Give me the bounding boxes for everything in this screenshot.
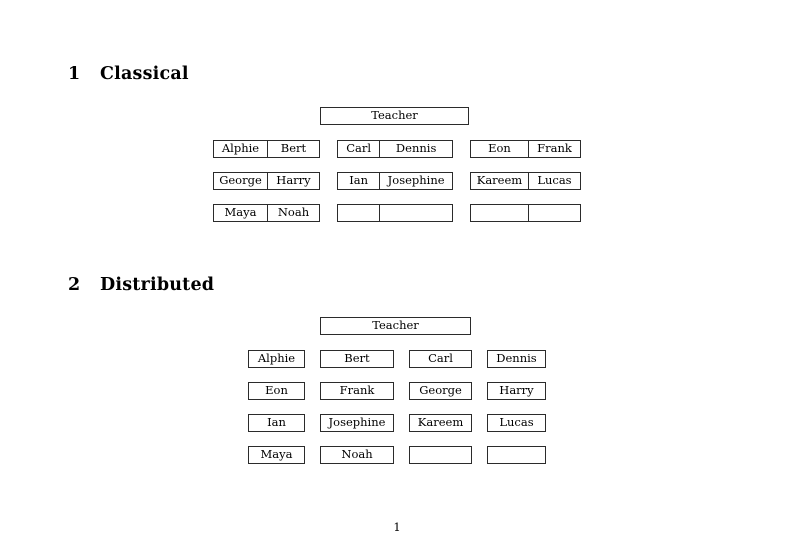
student-cell[interactable]: Carl (346, 141, 372, 156)
empty-slot-cell[interactable] (338, 205, 379, 221)
empty-slot-cell[interactable] (488, 447, 545, 463)
student-cell[interactable]: Alphie (221, 141, 260, 156)
teacher-box[interactable]: Teacher (320, 317, 471, 335)
student-cell[interactable]: Lucas (499, 415, 534, 430)
student-cell[interactable]: Frank (339, 383, 375, 398)
student-cell[interactable]: George (419, 383, 462, 398)
student-group-box[interactable] (470, 204, 581, 222)
student-group-box[interactable]: Maya Noah (213, 204, 320, 222)
student-box[interactable]: Maya (248, 446, 305, 464)
student-cell[interactable]: George (219, 173, 262, 188)
student-cell[interactable]: Josephine (379, 173, 452, 189)
student-cell[interactable]: Eon (488, 141, 511, 156)
student-cell[interactable]: Noah (341, 447, 373, 462)
empty-slot-cell[interactable] (471, 205, 528, 221)
student-cell[interactable]: Maya (224, 205, 257, 220)
student-cell[interactable]: Harry (499, 383, 534, 398)
student-box[interactable] (409, 446, 472, 464)
student-cell[interactable]: Alphie (257, 351, 296, 366)
student-cell[interactable]: Noah (266, 205, 319, 221)
student-group-box[interactable]: Kareem Lucas (470, 172, 581, 190)
student-box[interactable]: Frank (320, 382, 394, 400)
student-box[interactable] (487, 446, 546, 464)
student-row: Ian Josephine Kareem Lucas (0, 414, 794, 432)
student-row: Maya Noah (0, 204, 794, 222)
section-number: 2 (68, 275, 81, 295)
page-number: 1 (393, 520, 401, 534)
student-row: Alphie Bert Carl Dennis (0, 350, 794, 368)
section-title: Distributed (100, 275, 215, 295)
student-box[interactable]: Alphie (248, 350, 305, 368)
student-box[interactable]: Carl (409, 350, 472, 368)
student-row: Maya Noah (0, 446, 794, 464)
student-row: George Harry Ian Josephine Kareem Lucas (0, 172, 794, 190)
student-box[interactable]: Kareem (409, 414, 472, 432)
empty-slot-cell[interactable] (410, 447, 471, 463)
student-box[interactable]: George (409, 382, 472, 400)
section-heading-distributed: 2 Distributed (68, 275, 214, 295)
student-box[interactable]: Josephine (320, 414, 394, 432)
student-group-box[interactable]: Alphie Bert (213, 140, 320, 158)
student-cell[interactable]: Dennis (496, 351, 537, 366)
student-cell[interactable]: Maya (260, 447, 293, 462)
student-cell[interactable]: Harry (266, 173, 319, 189)
section-title: Classical (100, 64, 189, 84)
section-number: 1 (68, 64, 81, 84)
student-cell[interactable]: Eon (265, 383, 288, 398)
student-group-box[interactable]: Ian Josephine (337, 172, 453, 190)
student-cell[interactable]: Kareem (476, 173, 523, 188)
student-cell[interactable]: Bert (344, 351, 370, 366)
empty-slot-cell[interactable] (379, 205, 452, 221)
student-cell[interactable]: Carl (428, 351, 453, 366)
student-box[interactable]: Eon (248, 382, 305, 400)
student-group-box[interactable]: Carl Dennis (337, 140, 453, 158)
student-cell[interactable]: Kareem (417, 415, 464, 430)
student-box[interactable]: Noah (320, 446, 394, 464)
student-box[interactable]: Bert (320, 350, 394, 368)
student-cell[interactable]: Dennis (379, 141, 452, 157)
student-box[interactable]: Dennis (487, 350, 546, 368)
empty-slot-cell[interactable] (527, 205, 580, 221)
student-group-box[interactable]: Eon Frank (470, 140, 581, 158)
student-box[interactable]: Ian (248, 414, 305, 432)
teacher-label: Teacher (372, 318, 419, 333)
student-cell[interactable]: Frank (527, 141, 580, 157)
student-group-box[interactable] (337, 204, 453, 222)
section-heading-classical: 1 Classical (68, 64, 189, 84)
student-box[interactable]: Lucas (487, 414, 546, 432)
student-row: Eon Frank George Harry (0, 382, 794, 400)
student-cell[interactable]: Josephine (328, 415, 386, 430)
student-cell[interactable]: Lucas (527, 173, 580, 189)
student-row: Alphie Bert Carl Dennis Eon Frank (0, 140, 794, 158)
student-box[interactable]: Harry (487, 382, 546, 400)
teacher-box[interactable]: Teacher (320, 107, 469, 125)
student-cell[interactable]: Ian (267, 415, 286, 430)
student-cell[interactable]: Ian (349, 173, 369, 188)
student-cell[interactable]: Bert (266, 141, 319, 157)
teacher-label: Teacher (371, 108, 418, 123)
student-group-box[interactable]: George Harry (213, 172, 320, 190)
